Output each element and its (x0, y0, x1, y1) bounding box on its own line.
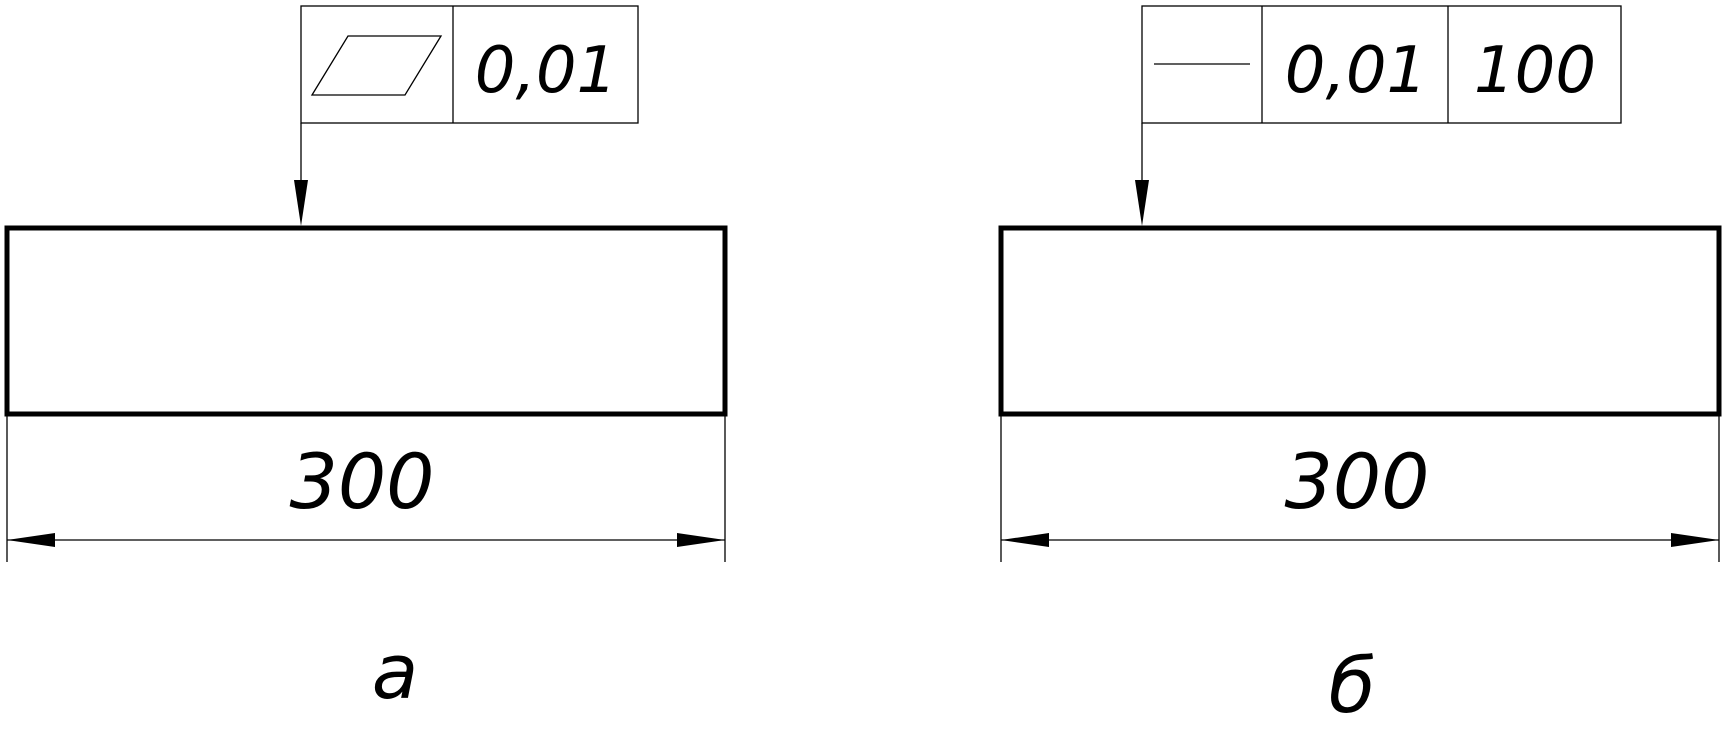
dimension-value-a: 300 (289, 437, 434, 526)
reference-length-b: 100 (1474, 34, 1596, 108)
feature-control-frame-a: 0,01 (300, 5, 639, 124)
figure-a: 0,01 300 а (4, 5, 728, 716)
tolerance-value-a: 0,01 (475, 34, 618, 108)
feature-control-frame-b: 0,01 100 (1141, 5, 1622, 124)
caption-b: б (1329, 641, 1376, 730)
dimension-arrow-right (1671, 533, 1719, 547)
dimension-arrow-right (677, 533, 725, 547)
frame-border (1141, 5, 1622, 124)
caption-a: а (372, 627, 419, 716)
dimension-arrow-left (1001, 533, 1049, 547)
flatness-icon (310, 35, 443, 96)
dimension-value-b: 300 (1284, 437, 1429, 526)
dimension-a: 300 (6, 414, 726, 562)
leader-a (294, 123, 308, 226)
tolerance-value-b: 0,01 (1285, 34, 1428, 108)
leader-b (1135, 123, 1149, 226)
dimension-b: 300 (1000, 414, 1720, 562)
frame-border (300, 5, 639, 124)
part-outline-a (4, 225, 728, 417)
figure-b: 0,01 100 300 б (998, 5, 1722, 730)
part-outline-b (998, 225, 1722, 417)
dimension-arrow-left (7, 533, 55, 547)
